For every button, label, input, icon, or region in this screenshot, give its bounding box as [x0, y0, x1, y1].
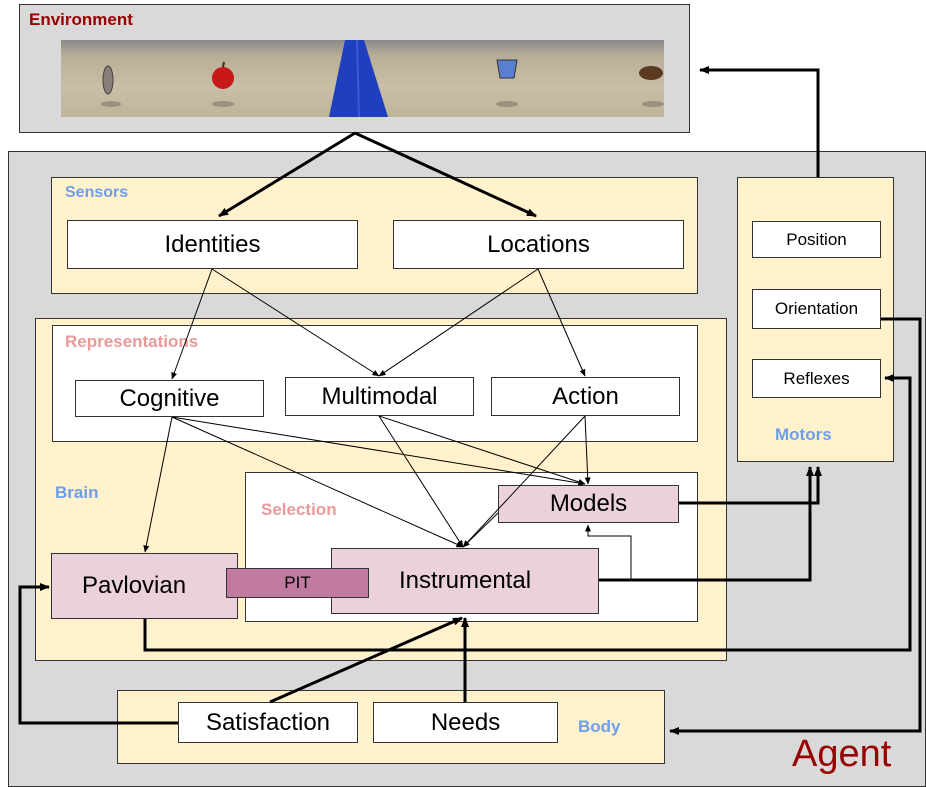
pit-node: PIT — [226, 568, 369, 598]
multimodal-to-instrumental-arrow — [378, 415, 464, 548]
apple-object — [212, 67, 234, 89]
selection-label: Selection — [261, 500, 337, 519]
action-to-instrumental-arrow — [462, 415, 586, 548]
position-node: Position — [752, 221, 881, 258]
representations-label: Representations — [65, 332, 199, 351]
agent-label: Agent — [792, 733, 892, 775]
identities-to-multimodal-arrow — [211, 268, 380, 377]
cognitive-to-instrumental-arrow — [171, 416, 464, 548]
cognitive-to-pavlovian-arrow — [143, 416, 173, 553]
body-label: Body — [578, 717, 621, 736]
identities-node: Identities — [67, 220, 358, 269]
sensors-label: Sensors — [65, 184, 129, 201]
locations-node: Locations — [393, 220, 684, 269]
orientation-node: Orientation — [752, 289, 881, 329]
env-to-locations-arrow — [354, 131, 537, 218]
models-to-instrumental-arrow — [462, 512, 499, 548]
brain-label: Brain — [55, 483, 99, 502]
environment-scene-image — [61, 40, 664, 117]
action-node: Action — [491, 377, 680, 416]
locations-to-action-arrow — [537, 268, 586, 377]
models-node: Models — [498, 485, 679, 523]
multimodal-to-models-arrow — [378, 415, 586, 485]
identities-to-cognitive-arrow — [171, 268, 213, 380]
satisfaction-to-pavlovian-arrow — [18, 583, 178, 725]
needs-node: Needs — [373, 702, 558, 743]
orientation-to-body-arrow — [669, 317, 922, 735]
action-to-models-arrow — [584, 415, 591, 485]
environment-label: Environment — [29, 10, 133, 29]
motors-to-environment-arrow — [699, 66, 820, 177]
pavlovian-node: Pavlovian — [51, 553, 238, 619]
motors-label: Motors — [775, 425, 832, 444]
environment-scene-drawing — [101, 40, 664, 117]
models-to-motors-arrow — [679, 466, 822, 505]
pavlovian-to-reflexes-arrow — [143, 374, 912, 652]
cup-object — [496, 59, 518, 79]
cognitive-node: Cognitive — [75, 380, 264, 417]
instrumental-to-motors-arrow — [599, 466, 814, 582]
reflexes-node: Reflexes — [752, 359, 881, 398]
cognitive-to-models-arrow — [171, 416, 586, 486]
instrumental-node: Instrumental — [331, 548, 599, 614]
coin-object — [102, 65, 114, 95]
satisfaction-to-instrumental-arrow — [269, 616, 463, 704]
satisfaction-node: Satisfaction — [178, 702, 358, 743]
env-to-identities-arrow — [218, 131, 356, 218]
locations-to-multimodal-arrow — [378, 268, 539, 377]
instrumental-to-models-arrow — [585, 524, 632, 580]
multimodal-node: Multimodal — [285, 377, 474, 416]
ball-object — [639, 66, 663, 80]
